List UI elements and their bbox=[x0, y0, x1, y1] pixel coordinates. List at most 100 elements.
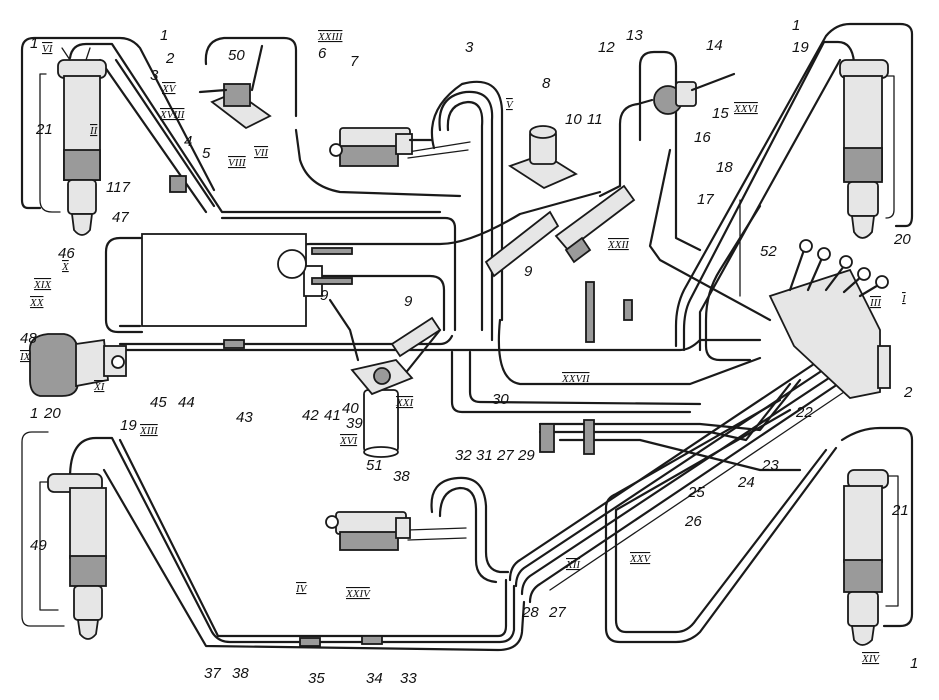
callout-number-12: 44 bbox=[178, 394, 195, 411]
pipe-line-29 bbox=[468, 350, 702, 406]
callout-number-53: 1 bbox=[910, 655, 918, 672]
callout-number-14: 50 bbox=[228, 47, 245, 64]
pipe-bottom-loop-3 bbox=[102, 468, 526, 652]
pump bbox=[28, 333, 127, 397]
callout-number-50: 26 bbox=[684, 513, 702, 530]
callout-number-23: 14 bbox=[706, 37, 723, 54]
pipe-bottom-left-outer bbox=[21, 431, 65, 627]
callout-roman-20: XIII bbox=[139, 425, 159, 437]
callout-number-49: 25 bbox=[687, 484, 705, 501]
hose-top-centre-b bbox=[446, 100, 484, 332]
pipe-line-16 bbox=[648, 148, 772, 322]
callout-number-56: 19 bbox=[120, 417, 137, 434]
callout-roman-19: XXVII bbox=[561, 373, 591, 385]
callout-number-21: 12 bbox=[598, 39, 615, 56]
callout-number-48: 22 bbox=[795, 404, 813, 421]
callout-roman-22: XII bbox=[565, 559, 581, 571]
callout-number-1: 1 bbox=[160, 27, 168, 44]
callout-number-45: 30 bbox=[492, 391, 509, 408]
valve-14 bbox=[653, 72, 736, 115]
callout-number-5: 4 bbox=[184, 133, 192, 150]
callout-roman-21: XXIV bbox=[345, 588, 371, 600]
callout-number-63: 37 bbox=[204, 665, 221, 682]
callout-roman-9: XXVI bbox=[733, 103, 759, 115]
pipe-bundle-26 bbox=[514, 366, 828, 588]
callout-roman-3: XVIII bbox=[159, 109, 186, 121]
callout-number-13: 43 bbox=[236, 409, 253, 426]
pipe-line-30 bbox=[497, 318, 762, 386]
pipe-line-7 bbox=[294, 128, 462, 198]
callout-number-61: 34 bbox=[366, 670, 383, 687]
callout-number-33: 9 bbox=[404, 293, 413, 310]
cylinder-9 bbox=[390, 316, 442, 358]
pipe-top-left-c bbox=[114, 58, 216, 208]
callout-number-24: 15 bbox=[712, 105, 729, 122]
pipe-bundle-25 bbox=[508, 358, 822, 582]
callout-roman-1: II bbox=[89, 125, 99, 137]
filter-51 bbox=[350, 359, 414, 458]
callout-roman-0: VI bbox=[42, 43, 54, 55]
callout-number-10: 48 bbox=[20, 330, 37, 347]
callout-number-17: 3 bbox=[465, 39, 474, 56]
callout-roman-17: XXI bbox=[395, 397, 414, 409]
callout-number-38: 39 bbox=[346, 415, 363, 432]
pipe-bottom-right-b bbox=[614, 408, 828, 634]
callout-roman-14: XX bbox=[29, 297, 45, 309]
callout-number-30: 20 bbox=[893, 231, 911, 248]
callout-roman-10: III bbox=[869, 297, 882, 309]
cylinder-10-11 bbox=[484, 184, 636, 278]
hose-lower-centre-a bbox=[430, 476, 510, 574]
callout-number-59: 27 bbox=[548, 604, 566, 621]
pipe-top-right-return bbox=[885, 75, 895, 219]
callout-roman-2: XV bbox=[161, 83, 177, 95]
pipe-bundle-27 bbox=[520, 374, 834, 596]
pipe-line-17 bbox=[704, 204, 762, 362]
callout-number-18: 8 bbox=[542, 75, 551, 92]
cylinder-hitch-top bbox=[329, 127, 434, 167]
callout-number-22: 13 bbox=[626, 27, 643, 44]
callout-number-47: 23 bbox=[761, 457, 779, 474]
callout-number-3: 3 bbox=[150, 67, 159, 84]
pipe-line-23 bbox=[538, 382, 792, 442]
distributor-52 bbox=[768, 239, 891, 399]
callout-number-7: 21 bbox=[35, 121, 53, 138]
callout-roman-11: I bbox=[901, 293, 907, 305]
callout-number-20: 11 bbox=[587, 111, 603, 128]
hose-top-centre-d bbox=[407, 141, 471, 153]
cylinder-top-right bbox=[839, 59, 889, 239]
pipe-bottom-loop bbox=[68, 436, 516, 644]
callout-roman-23: XXV bbox=[629, 553, 651, 565]
pipe-suction-long bbox=[118, 334, 454, 346]
callout-number-44: 29 bbox=[517, 447, 535, 464]
callout-number-64: 38 bbox=[232, 665, 249, 682]
callout-roman-24: IV bbox=[295, 583, 308, 595]
pipe-top-right-outer bbox=[674, 22, 914, 348]
callout-number-31: 52 bbox=[760, 243, 777, 260]
callout-number-0: 1 bbox=[30, 35, 38, 52]
callout-roman-12: X bbox=[61, 261, 70, 273]
callout-roman-8: XXII bbox=[607, 239, 630, 251]
callout-number-54: 1 bbox=[30, 405, 38, 422]
pipe-bottom-loop-2 bbox=[118, 438, 508, 638]
pipe-filter-in bbox=[328, 298, 360, 362]
pipe-line-6 bbox=[204, 36, 298, 118]
callout-roman-7: V bbox=[506, 99, 514, 111]
callout-roman-6: XXIII bbox=[317, 31, 344, 43]
hose-lower-centre-b bbox=[438, 486, 498, 584]
cylinder-lower-centre bbox=[325, 511, 411, 551]
callout-number-52: 21 bbox=[891, 502, 909, 519]
pipe-bottom-right-loop bbox=[840, 426, 914, 628]
pipe-top-left-outer bbox=[20, 36, 216, 210]
pipe-bottom-right-a bbox=[604, 398, 838, 644]
pipe-top-right-a bbox=[682, 40, 856, 352]
callout-number-46: 24 bbox=[737, 474, 755, 491]
pipe-bottom-left-return bbox=[39, 481, 59, 611]
callout-number-28: 1 bbox=[792, 17, 800, 34]
callout-number-39: 38 bbox=[393, 468, 410, 485]
pipe-tank-left-return bbox=[104, 236, 152, 334]
callout-number-9: 46 bbox=[58, 245, 75, 262]
callout-roman-18: XVI bbox=[339, 435, 358, 447]
pipe-line-13 bbox=[638, 50, 678, 142]
callout-number-37: 40 bbox=[342, 400, 359, 417]
